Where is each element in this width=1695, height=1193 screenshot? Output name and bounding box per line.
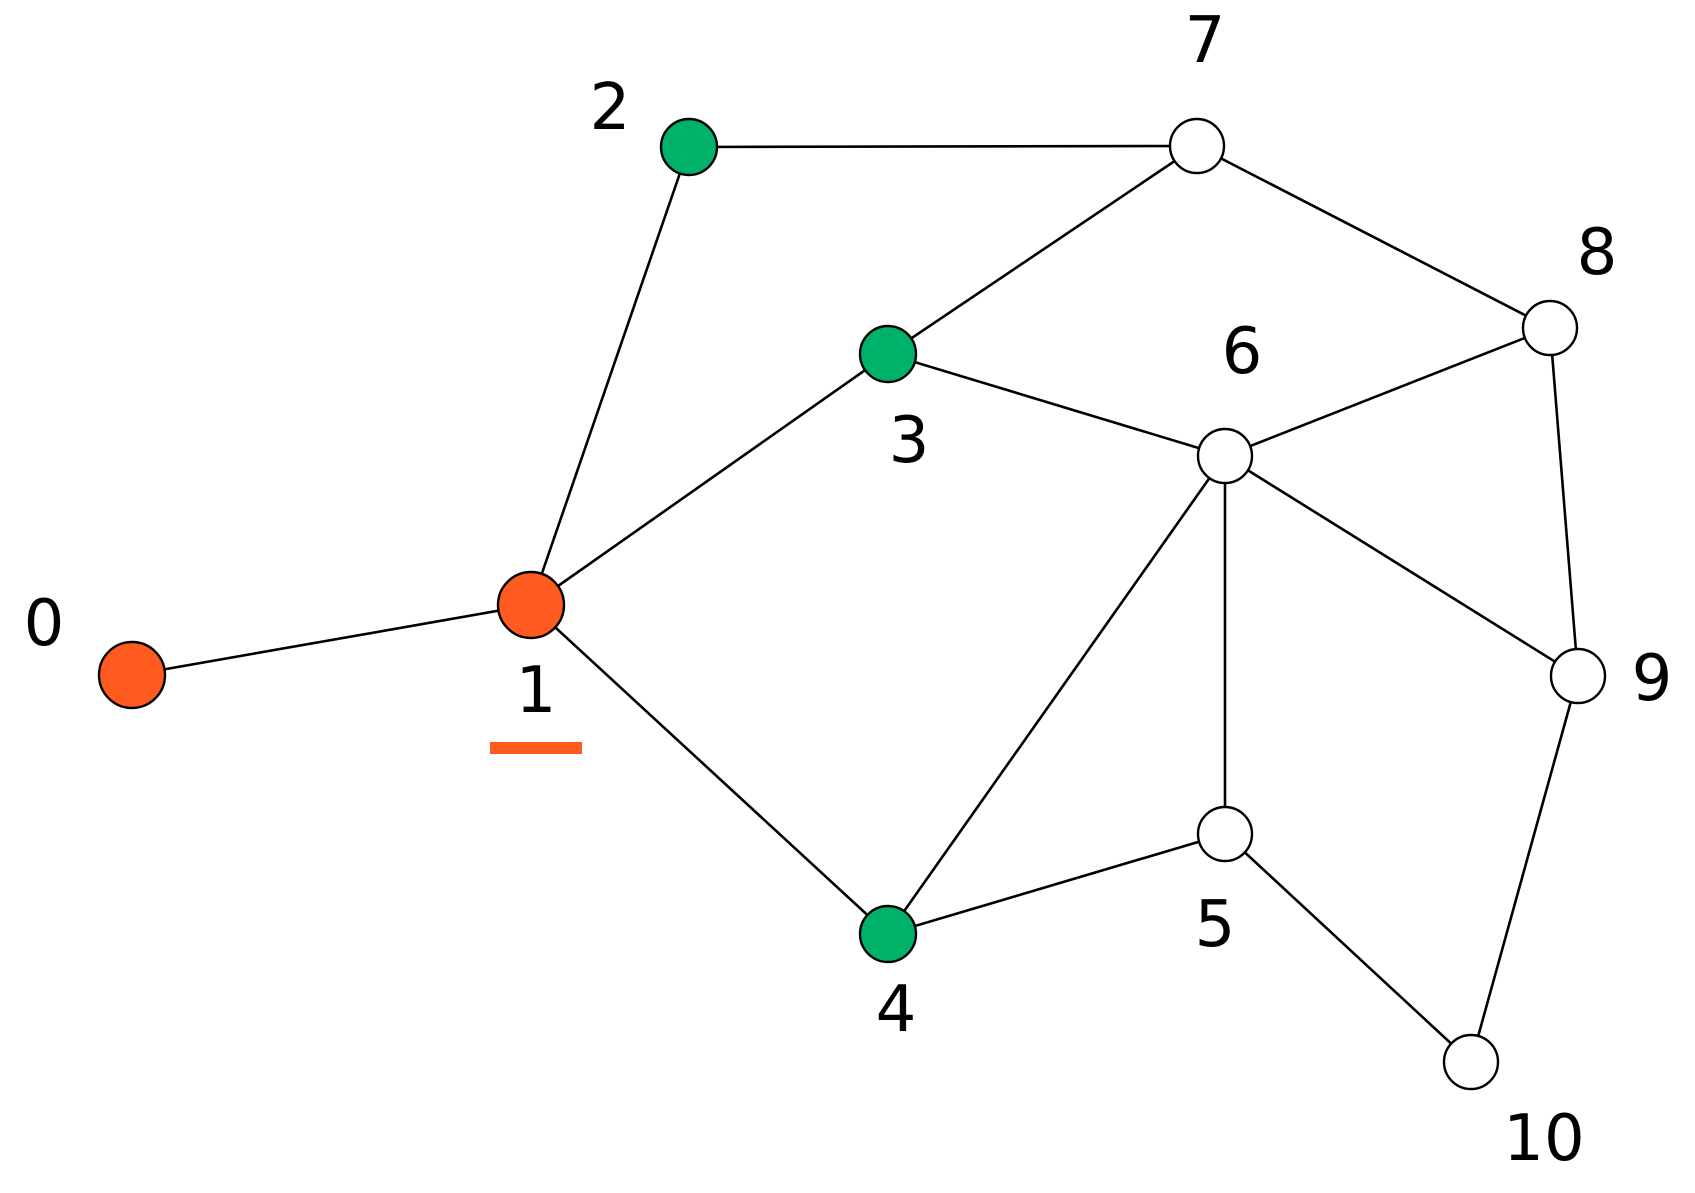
edge-3-6 bbox=[887, 352, 1226, 458]
edge-3-7 bbox=[887, 144, 1198, 356]
edge-1-4 bbox=[530, 604, 889, 935]
node-label-0: 0 bbox=[24, 587, 65, 661]
node-label-3: 3 bbox=[889, 404, 930, 478]
nodes-layer bbox=[97, 117, 1607, 1091]
node-0 bbox=[97, 640, 167, 710]
edge-4-5 bbox=[887, 832, 1226, 936]
node-3 bbox=[858, 324, 918, 384]
node-4 bbox=[858, 904, 918, 964]
node-5 bbox=[1196, 805, 1254, 863]
node-label-9: 9 bbox=[1632, 642, 1673, 716]
node-label-4: 4 bbox=[876, 973, 917, 1047]
edge-1-2 bbox=[529, 146, 691, 606]
edge-0-1 bbox=[131, 603, 532, 677]
node-6 bbox=[1196, 427, 1254, 485]
current-node-underline bbox=[490, 742, 582, 754]
marker-layer bbox=[490, 742, 582, 754]
edge-8-9 bbox=[1548, 327, 1580, 677]
edge-2-7 bbox=[688, 144, 1198, 149]
edge-5-10 bbox=[1224, 833, 1472, 1063]
node-7 bbox=[1168, 117, 1226, 175]
edge-1-3 bbox=[530, 352, 889, 607]
edge-4-6 bbox=[886, 455, 1227, 935]
node-8 bbox=[1521, 299, 1579, 357]
node-label-7: 7 bbox=[1185, 4, 1226, 78]
node-label-6: 6 bbox=[1222, 315, 1263, 389]
edges-layer bbox=[131, 144, 1580, 1063]
edge-6-9 bbox=[1224, 454, 1579, 678]
node-label-8: 8 bbox=[1577, 216, 1618, 290]
labels-layer: 0 1 2 3 4 5 6 7 8 9 10 bbox=[24, 4, 1673, 1176]
edge-6-8 bbox=[1224, 326, 1551, 458]
edge-9-10 bbox=[1469, 675, 1580, 1063]
node-label-2: 2 bbox=[590, 71, 631, 145]
node-1 bbox=[496, 570, 566, 640]
node-2 bbox=[659, 117, 719, 177]
node-label-5: 5 bbox=[1195, 888, 1236, 962]
node-9 bbox=[1549, 647, 1607, 705]
edge-7-8 bbox=[1196, 144, 1551, 330]
node-label-10: 10 bbox=[1503, 1102, 1584, 1176]
node-label-1: 1 bbox=[516, 654, 557, 728]
node-10 bbox=[1442, 1033, 1500, 1091]
